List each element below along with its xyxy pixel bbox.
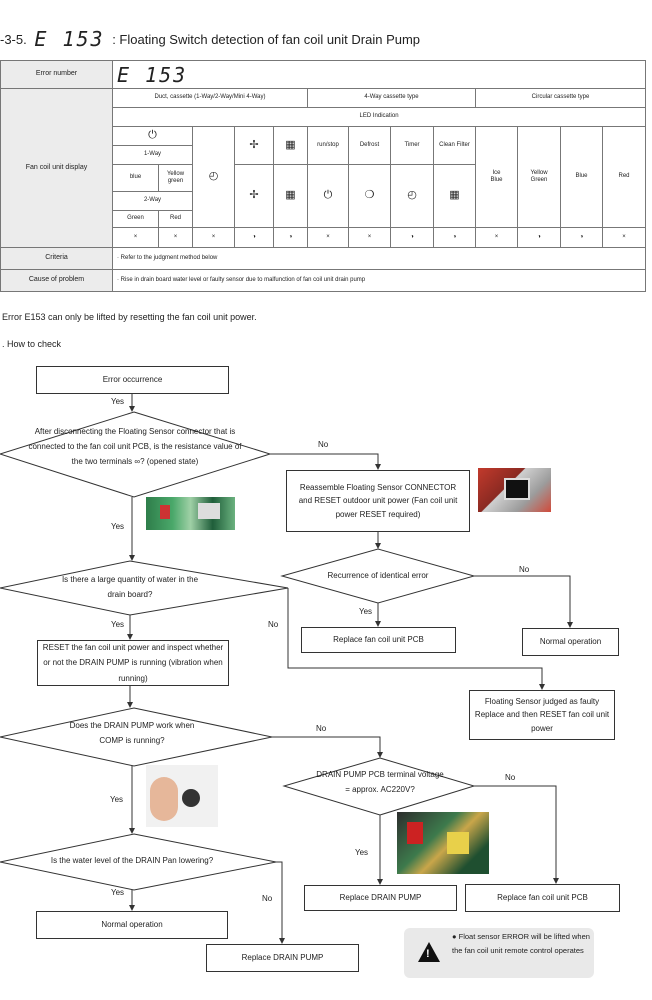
grid-icon: ▦ <box>285 138 296 151</box>
decision-recur-text: Recurrence of identical error <box>327 571 429 580</box>
timer-icon: ◴ <box>407 189 417 202</box>
replace-pcb-box-1: Replace fan coil unit PCB <box>301 627 456 653</box>
decision-d4-text: Is the water level of the DRAIN Pan lowe… <box>50 856 214 865</box>
cause-label: Cause of problem <box>0 269 113 292</box>
warning-text: ● Float sensor ERROR will be lifted when… <box>452 932 590 956</box>
error-number-value: E 153 <box>117 62 188 87</box>
decision-d2-text: Is there a large quantity of water in th… <box>61 575 199 600</box>
reset-note: Error E153 can only be lifted by resetti… <box>2 312 257 322</box>
fan-icon-2: ✢ <box>249 189 259 202</box>
yes-label: Yes <box>111 620 125 629</box>
clock-icon: ◴ <box>208 170 219 183</box>
power-icon: ⏻ <box>148 129 157 142</box>
fan-coil-pcb-photo <box>146 497 235 530</box>
normal-operation-box-1: Normal operation <box>522 628 619 656</box>
no-label: No <box>519 565 530 574</box>
yellow-label: Yellow <box>530 169 548 176</box>
timer-label: Timer <box>390 126 434 165</box>
grid-icon-2: ▦ <box>285 189 296 202</box>
replace-pump-box-2: Replace DRAIN PUMP <box>206 944 359 972</box>
page-title: -3-5. E 153 : Floating Switch detection … <box>0 27 420 51</box>
blue-label: blue <box>112 164 159 192</box>
how-to-check-heading: . How to check <box>2 339 62 349</box>
decision-d3-shape <box>0 707 273 767</box>
status-row: × × × ◑ ◑ × × ◑ ◑ × ◑ ◑ × <box>1 227 647 248</box>
reassemble-box: Reassemble Floating Sensor CONNECTOR and… <box>286 470 470 532</box>
decision-d1-text: After disconnecting the Floating Sensor … <box>28 427 242 467</box>
decision-d1-shape <box>0 411 272 498</box>
decision-voltage-text: DRAIN PUMP PCB terminal voltage = approx… <box>316 770 444 795</box>
yes-label: Yes <box>355 848 369 857</box>
cause-value: · Rise in drain board water level or fau… <box>111 269 647 292</box>
title-text: : Floating Switch detection of fan coil … <box>112 32 421 47</box>
fan-coil-display-label: Fan coil unit display <box>0 88 113 248</box>
reset-inspect-box: RESET the fan coil unit power and inspec… <box>37 640 229 686</box>
yellow-green-sub-label: Green <box>530 177 548 183</box>
replace-pcb-box-2: Replace fan coil unit PCB <box>465 884 620 912</box>
no-label: No <box>318 440 329 449</box>
ice-label: Ice <box>492 169 501 176</box>
no-label: No <box>316 724 327 733</box>
filter-icon: ▦ <box>449 189 460 202</box>
section-number: -3-5. <box>0 32 27 47</box>
sensor-connector-photo <box>478 468 551 512</box>
error-table: Error number E 153 Fan coil unit display… <box>0 60 647 292</box>
warning-note: ! ● Float sensor ERROR will be lifted wh… <box>404 928 594 978</box>
no-label: No <box>268 620 279 629</box>
normal-operation-box-2: Normal operation <box>36 911 228 939</box>
warning-icon <box>418 942 440 962</box>
no-label: No <box>262 894 273 903</box>
power-icon-2: ⏻ <box>323 189 333 202</box>
ice-blue-label: Blue <box>490 177 503 183</box>
sensor-faulty-box: Floating Sensor judged as faulty Replace… <box>469 690 615 740</box>
yes-label: Yes <box>111 522 125 531</box>
decision-d4-shape <box>0 833 277 891</box>
criteria-label: Criteria <box>0 247 113 270</box>
drain-pump-photo <box>146 765 218 827</box>
fan-icon: ✢ <box>249 138 259 151</box>
red2-label: Red <box>601 126 647 228</box>
yes-label: Yes <box>111 888 125 897</box>
replace-pump-box-1: Replace DRAIN PUMP <box>304 885 457 911</box>
yes-label: Yes <box>111 397 125 406</box>
error-occurrence-box: Error occurrence <box>36 366 229 394</box>
yes-label: Yes <box>110 795 124 804</box>
decision-d3-text: Does the DRAIN PUMP work when COMP is ru… <box>69 721 195 746</box>
yes-label: Yes <box>359 607 373 616</box>
pump-pcb-terminal-photo <box>397 812 489 874</box>
error-code: E 153 <box>34 27 105 51</box>
no-label: No <box>505 773 516 782</box>
defrost-icon: ❍ <box>364 189 375 202</box>
